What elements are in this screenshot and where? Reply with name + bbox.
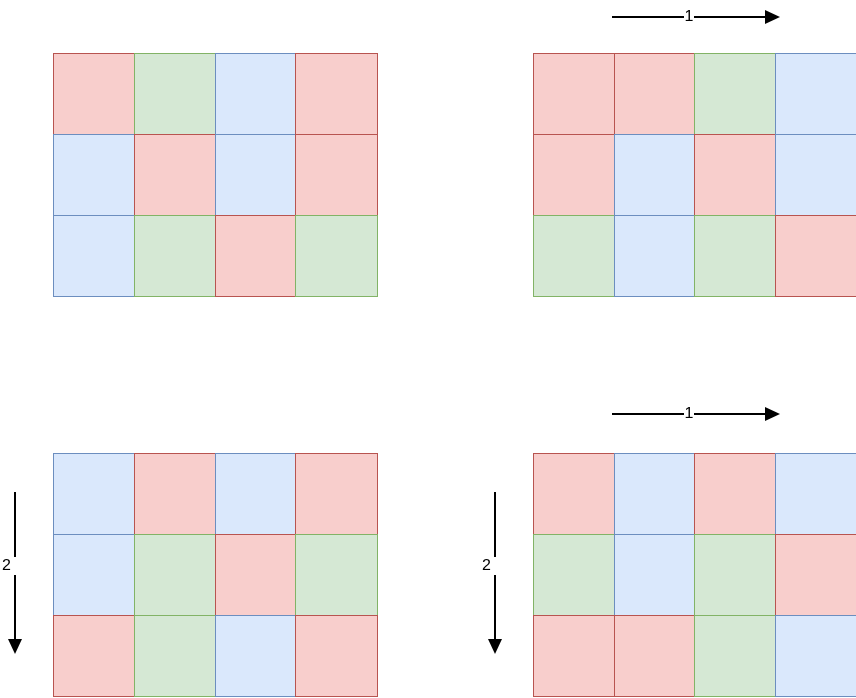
grid-cell: [533, 533, 616, 617]
grid-cell: [133, 133, 217, 217]
arrow-line-top: [14, 492, 16, 557]
grid-cell: [214, 533, 298, 617]
grid-cell: [774, 214, 856, 297]
arrow-line-left: [612, 413, 684, 415]
grid-cell: [295, 533, 378, 617]
grid-cell: [133, 53, 217, 136]
grid-cell: [533, 53, 616, 136]
grid-cell: [613, 614, 696, 697]
grid-cell: [613, 214, 696, 297]
grid-cell: [53, 614, 136, 697]
grid-cell: [214, 614, 298, 697]
grid-cell: [133, 453, 217, 536]
arrow-line-bottom: [14, 575, 16, 640]
arrow-head-down-icon: [488, 639, 502, 654]
top-left-grid: [53, 53, 378, 297]
grid-cell: [295, 133, 378, 217]
grid-cell: [133, 533, 217, 617]
grid-cell: [694, 614, 777, 697]
grid-cell: [53, 53, 136, 136]
grid-cell: [214, 133, 298, 217]
grid-cell: [774, 453, 856, 536]
grid-cell: [53, 453, 136, 536]
grid-cell: [133, 614, 217, 697]
grid-cell: [774, 133, 856, 217]
arrow-line-bottom: [494, 575, 496, 640]
arrow-line-right: [694, 16, 766, 18]
arrow-head-right-icon: [765, 407, 780, 421]
grid-cell: [295, 214, 378, 297]
bottom-left-arrow-label: 2: [2, 557, 11, 574]
bottom-right-arrow: 1: [612, 399, 780, 429]
grid-cell: [53, 533, 136, 617]
grid-cell: [774, 53, 856, 136]
grid-cell: [295, 53, 378, 136]
grid-cell: [533, 133, 616, 217]
bottom-right-grid: [533, 453, 856, 697]
grid-cell: [694, 214, 777, 297]
grid-cell: [694, 133, 777, 217]
bottom-left-grid: [53, 453, 378, 697]
bottom-right-arrow-label: 1: [684, 405, 694, 422]
grid-cell: [613, 53, 696, 136]
grid-cell: [214, 453, 298, 536]
grid-cell: [613, 533, 696, 617]
bottom-middle-arrow-label: 2: [482, 557, 491, 574]
grid-cell: [533, 614, 616, 697]
arrow-head-down-icon: [8, 639, 22, 654]
bottom-middle-arrow: 2: [475, 492, 515, 654]
grid-cell: [533, 453, 616, 536]
top-right-grid: [533, 53, 856, 297]
grid-cell: [295, 453, 378, 536]
grid-cell: [694, 533, 777, 617]
grid-cell: [694, 453, 777, 536]
arrow-line-right: [694, 413, 766, 415]
grid-cell: [53, 214, 136, 297]
arrow-head-right-icon: [765, 10, 780, 24]
grid-cell: [53, 133, 136, 217]
grid-cell: [694, 53, 777, 136]
grid-cell: [774, 614, 856, 697]
grid-cell: [774, 533, 856, 617]
grid-cell: [214, 53, 298, 136]
bottom-left-arrow: 2: [0, 492, 35, 654]
grid-cell: [533, 214, 616, 297]
grid-cell: [133, 214, 217, 297]
grid-cell: [214, 214, 298, 297]
grid-cell: [613, 133, 696, 217]
grid-cell: [295, 614, 378, 697]
grid-cell: [613, 453, 696, 536]
top-right-arrow: 1: [612, 2, 780, 32]
arrow-line-top: [494, 492, 496, 557]
arrow-line-left: [612, 16, 684, 18]
top-right-arrow-label: 1: [684, 8, 694, 25]
